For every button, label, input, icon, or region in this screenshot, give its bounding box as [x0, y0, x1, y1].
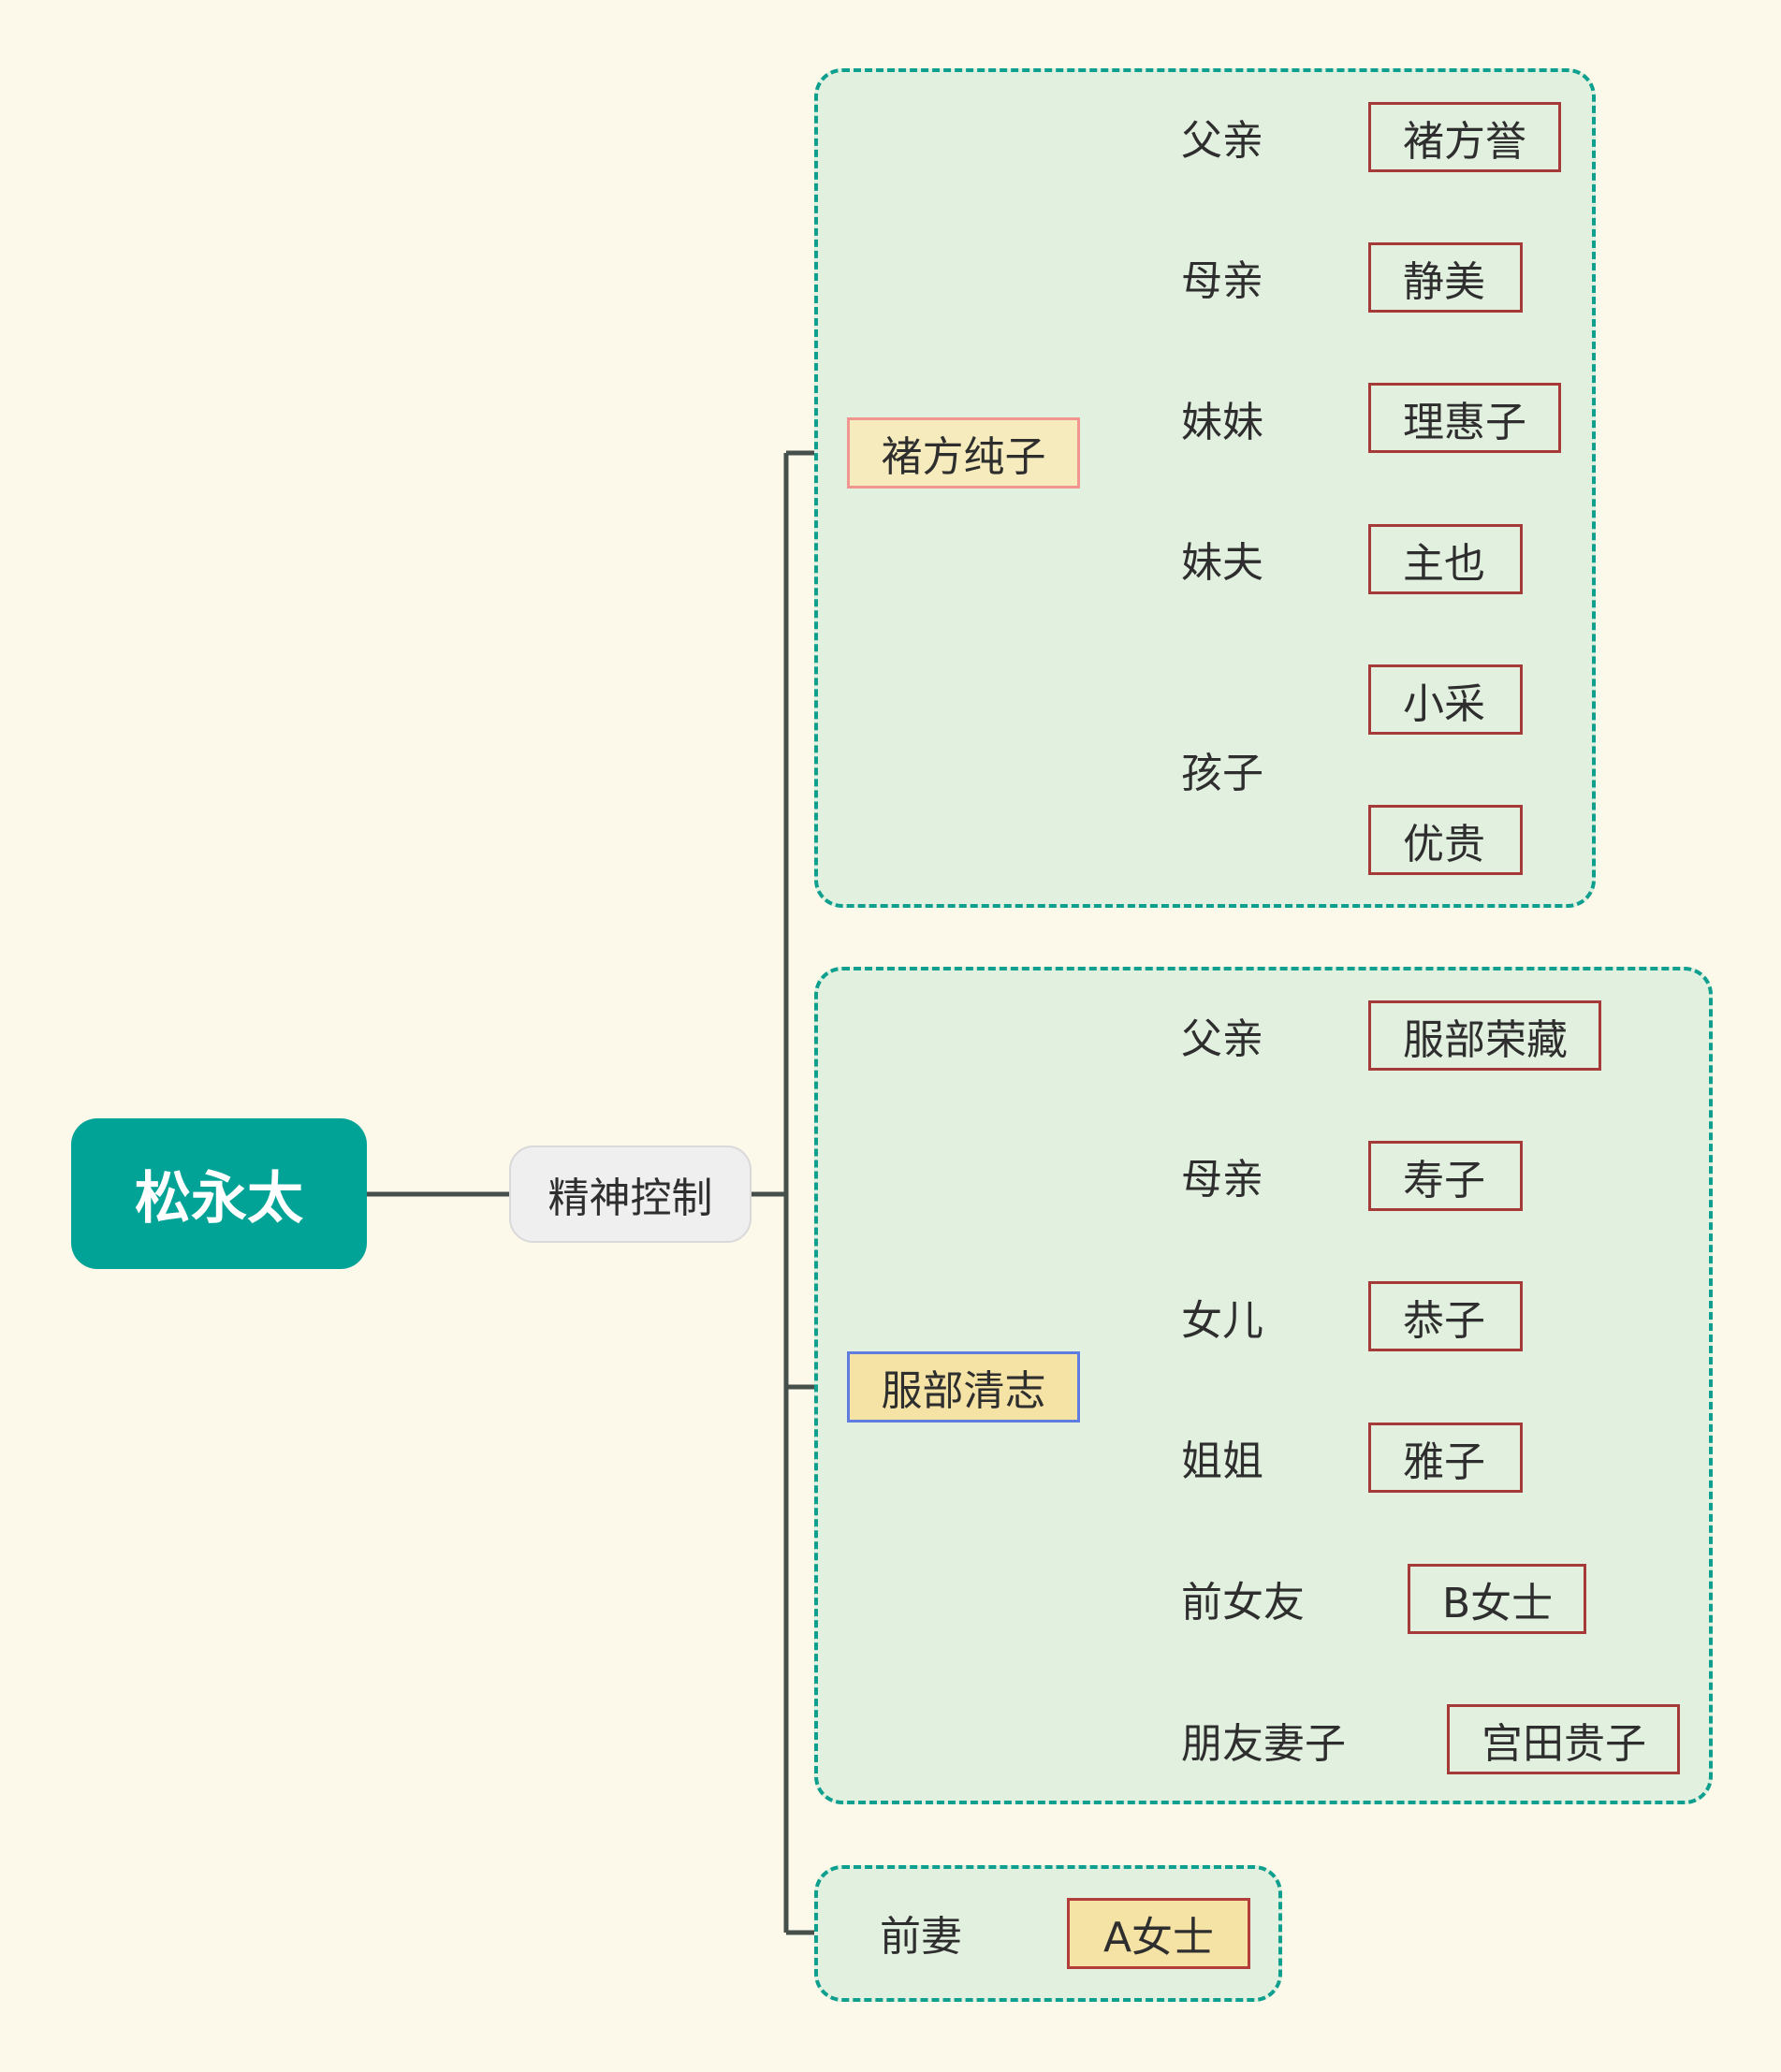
relation-label: 母亲 [1181, 1156, 1263, 1204]
name-node[interactable]: 褚方誉 [1368, 102, 1561, 172]
hub-node[interactable]: 精神控制 [509, 1145, 752, 1243]
name-node[interactable]: 静美 [1368, 242, 1523, 313]
name-node[interactable]: 雅子 [1368, 1423, 1523, 1493]
relation-label: 母亲 [1181, 257, 1263, 305]
relation-label: 女儿 [1181, 1297, 1263, 1345]
person-node-1[interactable]: 褚方纯子 [847, 417, 1080, 489]
relation-label: 前女友 [1181, 1579, 1305, 1627]
relation-label: 前妻 [880, 1913, 962, 1961]
name-node[interactable]: 理惠子 [1368, 383, 1561, 453]
name-node[interactable]: 服部荣藏 [1368, 1000, 1601, 1071]
root-node[interactable]: 松永太 [71, 1118, 367, 1269]
relation-label: 孩子 [1181, 750, 1263, 797]
name-node[interactable]: 寿子 [1368, 1141, 1523, 1211]
name-node[interactable]: B女士 [1408, 1564, 1586, 1634]
relation-label: 父亲 [1181, 1015, 1263, 1063]
relation-label: 姐姐 [1181, 1437, 1263, 1485]
person-node-2[interactable]: 服部清志 [847, 1351, 1080, 1423]
relation-label: 朋友妻子 [1181, 1720, 1346, 1768]
relation-label: 父亲 [1181, 117, 1263, 165]
name-node[interactable]: 小采 [1368, 664, 1523, 735]
relation-label: 妹夫 [1181, 539, 1263, 587]
name-node[interactable]: 恭子 [1368, 1281, 1523, 1351]
relation-label: 妹妹 [1181, 399, 1263, 446]
name-node[interactable]: 宫田贵子 [1447, 1704, 1680, 1774]
name-node[interactable]: 优贵 [1368, 805, 1523, 875]
name-node[interactable]: 主也 [1368, 524, 1523, 594]
name-node[interactable]: A女士 [1067, 1898, 1250, 1969]
